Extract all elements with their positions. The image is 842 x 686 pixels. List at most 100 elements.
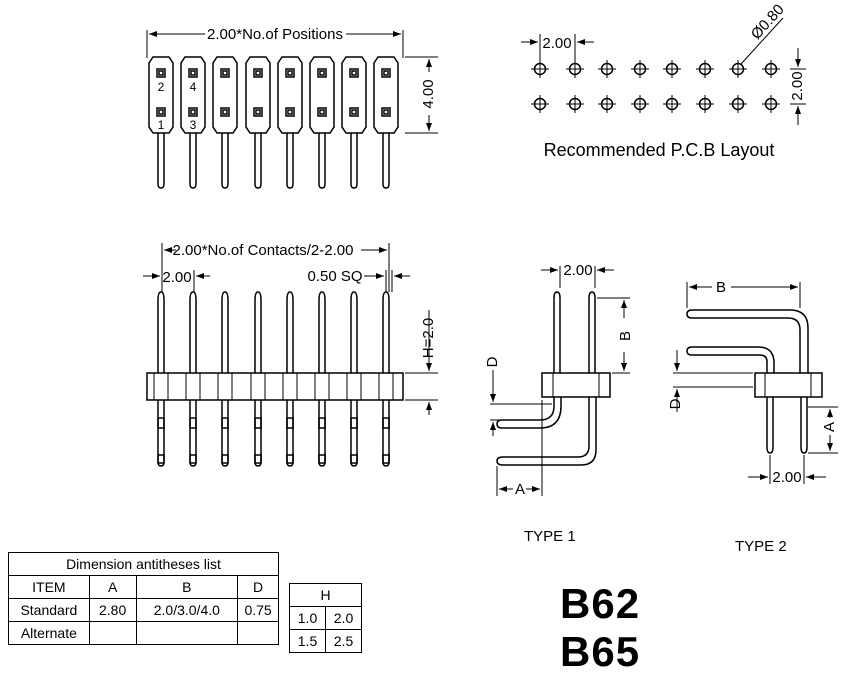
side-view-pins xyxy=(153,291,394,467)
type1-pitch-label: 2.00 xyxy=(563,262,592,279)
side-pin-window xyxy=(157,454,165,464)
pcb-layout-caption: Recommended P.C.B Layout xyxy=(544,140,775,160)
pin-square-inner xyxy=(255,109,261,115)
type1-a-label: A xyxy=(515,481,525,498)
side-pin-window xyxy=(254,454,262,464)
table-header-d: D xyxy=(237,575,279,599)
positions-dim-label: 2.00*No.of Positions xyxy=(207,26,343,43)
side-pin-window xyxy=(350,417,358,429)
pin-square xyxy=(285,107,295,117)
hole-diameter-label: Ø0.80 xyxy=(748,1,788,43)
type1-caption: TYPE 1 xyxy=(524,528,576,545)
pcb-pitch-dim-label: 2.00 xyxy=(542,35,571,52)
pin-square xyxy=(156,107,166,117)
table-row: Standard 2.80 2.0/3.0/4.0 0.75 xyxy=(8,598,279,622)
table-cell: 1.0 xyxy=(289,606,326,630)
housing-outline xyxy=(277,56,303,134)
pin-square-inner xyxy=(222,70,228,76)
h-table-header: H xyxy=(289,583,362,607)
pin-square-inner xyxy=(383,109,389,115)
insulator-height-label: H=2.0 xyxy=(420,318,437,358)
side-pin-window xyxy=(382,454,390,464)
tail-pin xyxy=(189,133,197,189)
side-pin-window xyxy=(350,454,358,464)
top-view xyxy=(146,30,438,189)
side-pin-bottom xyxy=(189,400,197,467)
tail-pin xyxy=(350,133,358,189)
side-pin-bottom xyxy=(157,400,165,467)
pin-square-inner xyxy=(190,109,196,115)
table-row: 1.5 2.5 xyxy=(289,629,362,653)
table-row: 1.0 2.0 xyxy=(289,606,362,630)
housing-outline xyxy=(245,56,271,134)
tail-pin xyxy=(157,133,165,189)
table-header-b: B xyxy=(135,575,239,599)
table-cell: 2.80 xyxy=(88,598,137,622)
pin-square xyxy=(381,68,391,78)
pin-label-1: 1 xyxy=(158,118,165,132)
pin-square xyxy=(156,68,166,78)
pin-square xyxy=(220,107,230,117)
side-pin-bottom xyxy=(350,400,358,467)
dimension-table-title: Dimension antitheses list xyxy=(8,552,279,576)
type1-b-label: B xyxy=(617,331,634,341)
pin-square xyxy=(381,107,391,117)
h-table: H 1.0 2.0 1.5 2.5 xyxy=(289,583,362,653)
pin-square-inner xyxy=(287,109,293,115)
side-pin-top xyxy=(382,291,390,373)
pcb-hole-grid xyxy=(531,60,780,113)
type2-d-label: D xyxy=(667,398,684,409)
side-view xyxy=(143,243,438,467)
table-cell: 2.0/3.0/4.0 xyxy=(135,598,239,622)
type1-drawing xyxy=(490,266,630,496)
side-view-insulator xyxy=(146,372,404,401)
pin-square-inner xyxy=(351,109,357,115)
type1-d-label: D xyxy=(484,356,501,367)
side-pin-window xyxy=(254,417,262,429)
tail-pin xyxy=(382,133,390,189)
pin-label-2: 2 xyxy=(158,80,165,94)
model-number-b65: B65 xyxy=(560,628,641,675)
table-header-item: ITEM xyxy=(8,575,90,599)
tail-pin xyxy=(254,133,262,189)
pin-square-inner xyxy=(190,70,196,76)
pin-square-inner xyxy=(319,109,325,115)
pin-square-inner xyxy=(383,70,389,76)
type2-a-label: A xyxy=(821,422,838,432)
side-pin-window xyxy=(286,454,294,464)
pin-square xyxy=(253,68,263,78)
table-cell: Standard xyxy=(8,598,90,622)
pin-square-inner xyxy=(255,70,261,76)
side-pin-bottom xyxy=(382,400,390,467)
side-pin-top xyxy=(254,291,262,373)
pin-square xyxy=(317,68,327,78)
type2-caption: TYPE 2 xyxy=(735,538,787,555)
tail-pin xyxy=(318,133,326,189)
side-pin-top xyxy=(157,291,165,373)
contacts-dim-label: 2.00*No.of Contacts/2-2.00 xyxy=(173,242,354,259)
pin-square xyxy=(349,68,359,78)
table-cell xyxy=(237,621,279,645)
pin-label-4: 4 xyxy=(190,80,197,94)
side-pin-window xyxy=(189,417,197,429)
model-number-b62: B62 xyxy=(560,580,641,627)
pin-square xyxy=(317,107,327,117)
side-pin-window xyxy=(221,454,229,464)
side-pin-top xyxy=(286,291,294,373)
side-pin-bottom xyxy=(254,400,262,467)
side-pin-top xyxy=(221,291,229,373)
housing-outline xyxy=(341,56,367,134)
pin-square xyxy=(188,68,198,78)
side-pin-window xyxy=(221,417,229,429)
side-pin-window xyxy=(382,417,390,429)
side-pin-bottom xyxy=(286,400,294,467)
pin-square-inner xyxy=(351,70,357,76)
pin-square-inner xyxy=(287,70,293,76)
housing-outline xyxy=(212,56,238,134)
pin-square-inner xyxy=(222,109,228,115)
side-pin-window xyxy=(157,417,165,429)
type2-drawing xyxy=(673,282,838,484)
tail-pin xyxy=(286,133,294,189)
top-view-housing xyxy=(148,56,399,134)
housing-outline xyxy=(148,56,174,134)
